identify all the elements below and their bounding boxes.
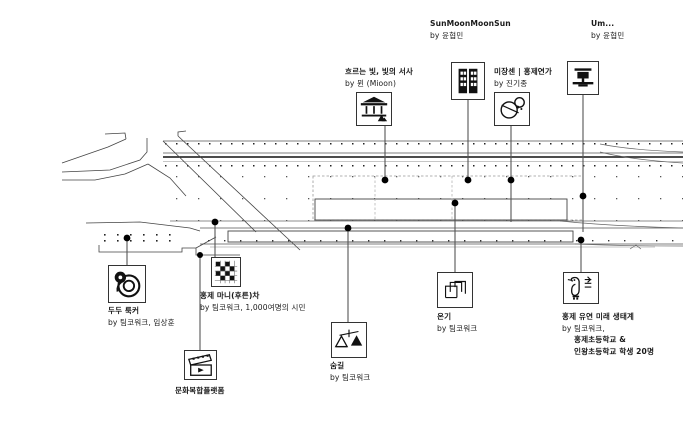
planet-circles-icon bbox=[494, 92, 530, 126]
label-hongje-future-ecology: 홍제 유연 미래 생태계 by 팀코워크, 홍제초등학교 & 인왕초등학교 학생… bbox=[562, 311, 654, 357]
label-flowing-light: 흐르는 빛, 빛의 서사 by 뮌 (Mioon) bbox=[345, 66, 413, 89]
marker-title: 문화복합플랫폼 bbox=[175, 386, 225, 395]
marker-title: SunMoonMoonSun bbox=[430, 19, 511, 28]
pixel-grid-icon bbox=[211, 257, 241, 287]
hanja-stamp-icon bbox=[567, 61, 599, 95]
marker-author: by 팀코워크, 1,000여명의 시민 bbox=[200, 302, 306, 312]
marker-author: by 윤협민 bbox=[591, 30, 625, 40]
label-mise-en-scene: 미장센 | 홍제연가 by 진기종 bbox=[494, 66, 552, 89]
label-um: Um... by 윤협민 bbox=[591, 18, 624, 41]
marker-author-line3: 인왕초등학교 학생 20명 bbox=[574, 346, 655, 356]
pavilion-icon bbox=[356, 92, 392, 126]
label-hongje-mani-cha: 홍제 마니(후른)차 by 팀코워크, 1,000여명의 시민 bbox=[200, 290, 306, 313]
marker-author: by 윤협민 bbox=[430, 30, 464, 40]
marker-title: 홍제 마니(후른)차 bbox=[200, 291, 260, 300]
mountain-scale-icon bbox=[331, 322, 367, 358]
marker-dots bbox=[123, 176, 587, 258]
marker-author: by 팀코워크, bbox=[562, 323, 605, 333]
marker-title: 두두 룩커 bbox=[108, 306, 140, 315]
marker-title: 홍제 유연 미래 생태계 bbox=[562, 312, 635, 321]
label-ongi: 온기 by 팀코워크 bbox=[437, 311, 477, 334]
marker-author: by 팀코워크 bbox=[330, 372, 371, 382]
label-sumgil: 숨길 by 팀코워크 bbox=[330, 360, 370, 383]
map-terraces bbox=[61, 130, 684, 256]
label-sunmoonmoonsun: SunMoonMoonSun by 윤협민 bbox=[430, 18, 511, 41]
building-blocks-icon bbox=[451, 62, 485, 100]
marker-author: by 뮌 (Mioon) bbox=[345, 78, 397, 88]
bird-drawing-icon bbox=[563, 272, 599, 304]
marker-author: by 팀코워크 bbox=[437, 323, 478, 333]
marker-title: 흐르는 빛, 빛의 서사 bbox=[345, 67, 413, 76]
spiral-snail-icon bbox=[108, 265, 146, 303]
label-dudu-rocker: 두두 룩커 by 팀코워크, 임상훈 bbox=[108, 305, 175, 328]
marker-title: Um... bbox=[591, 19, 615, 28]
marker-title: 온기 bbox=[437, 312, 452, 321]
label-culture-platform: 문화복합플랫폼 bbox=[175, 385, 225, 397]
marker-title: 숨길 bbox=[330, 361, 345, 370]
marker-author: by 팀코워크, 임상훈 bbox=[108, 317, 175, 327]
marker-title: 미장센 | 홍제연가 bbox=[494, 67, 552, 76]
marker-author: by 진기종 bbox=[494, 78, 528, 88]
marker-author-line2: 홍제초등학교 & bbox=[574, 335, 626, 344]
nested-squares-icon bbox=[437, 272, 473, 308]
clapperboard-play-icon bbox=[184, 350, 217, 380]
